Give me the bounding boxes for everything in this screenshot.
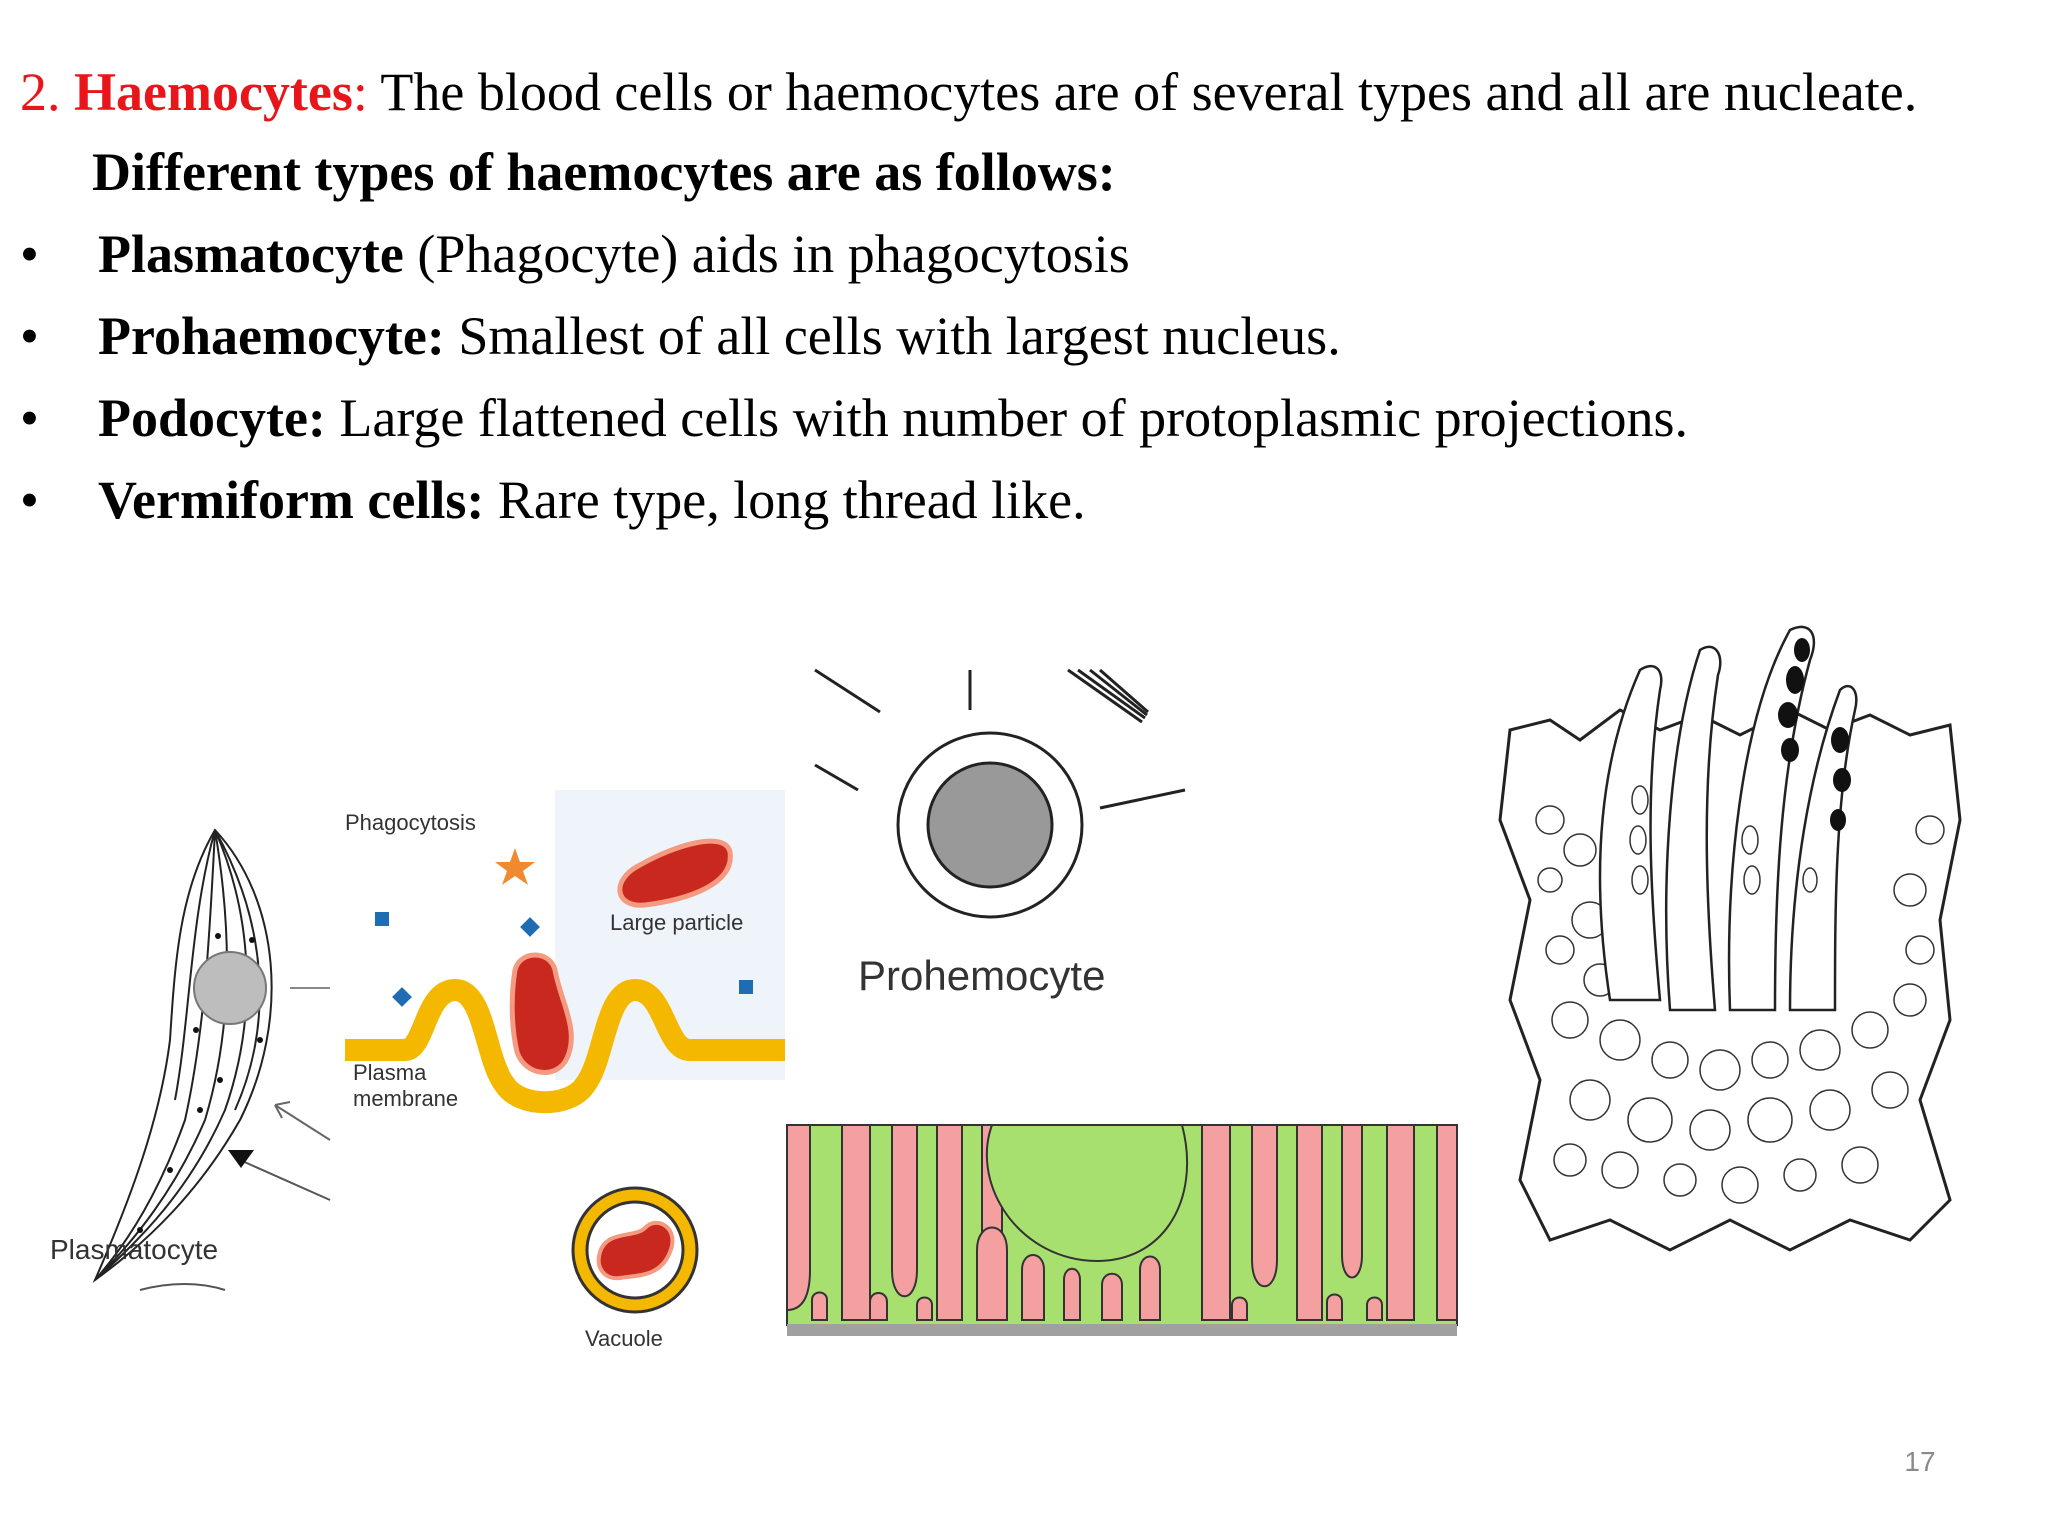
large-particle-label: Large particle <box>610 910 743 935</box>
plasma-label-2: membrane <box>353 1086 458 1111</box>
bullet-term: Prohaemocyte: <box>98 306 445 366</box>
plasmatocyte-label: Plasmatocyte <box>50 1234 218 1265</box>
bullet-symbol: • <box>20 224 39 284</box>
prohemocyte-figure: Prohemocyte <box>814 668 1186 999</box>
bullet-symbol: • <box>20 388 39 448</box>
bullet-term: Plasmatocyte <box>98 224 404 284</box>
bullet-term: Podocyte: <box>98 388 326 448</box>
heading-text: The blood cells or haemocytes are of sev… <box>367 62 1918 122</box>
phagocytosis-title: Phagocytosis <box>345 810 476 835</box>
subheading: Different types of haemocytes are as fol… <box>92 142 1116 202</box>
plasma-label-1: Plasma <box>353 1060 427 1085</box>
bullet-item-plasmatocyte: • Plasmatocyte (Phagocyte) aids in phago… <box>0 222 2048 286</box>
vacuole-label: Vacuole <box>585 1326 663 1350</box>
heading-colon: : <box>352 62 368 122</box>
plasmatocyte-figure <box>92 828 331 1291</box>
bullet-symbol: • <box>20 306 39 366</box>
bullet-text: Large flattened cells with number of pro… <box>325 388 1689 448</box>
heading-line: 2. Haemocytes: The blood cells or haemoc… <box>20 60 1917 124</box>
plasmatocyte-label-svg: Plasmatocyte <box>50 1234 218 1265</box>
bullet-item-vermiform: • Vermiform cells: Rare type, long threa… <box>0 468 2048 532</box>
podocyte-figure <box>786 1124 1458 1336</box>
bullet-text: Smallest of all cells with largest nucle… <box>444 306 1341 366</box>
heading-number: 2. <box>20 62 61 122</box>
heading-term: Haemocytes <box>74 62 353 122</box>
phagocytosis-figure: Phagocytosis Large particle Plasma membr… <box>345 790 785 1350</box>
bullet-symbol: • <box>20 470 39 530</box>
bullet-term: Vermiform cells: <box>98 470 485 530</box>
page-number: 17 <box>1904 1446 1936 1477</box>
bullet-text: Rare type, long thread like. <box>484 470 1086 530</box>
bullet-item-prohaemocyte: • Prohaemocyte: Smallest of all cells wi… <box>0 304 2048 368</box>
tissue-section-figure <box>1498 625 1962 1252</box>
bullet-item-podocyte: • Podocyte: Large flattened cells with n… <box>0 386 2048 450</box>
prohemocyte-label: Prohemocyte <box>858 952 1105 999</box>
bullet-text: (Phagocyte) aids in phagocytosis <box>403 224 1130 284</box>
